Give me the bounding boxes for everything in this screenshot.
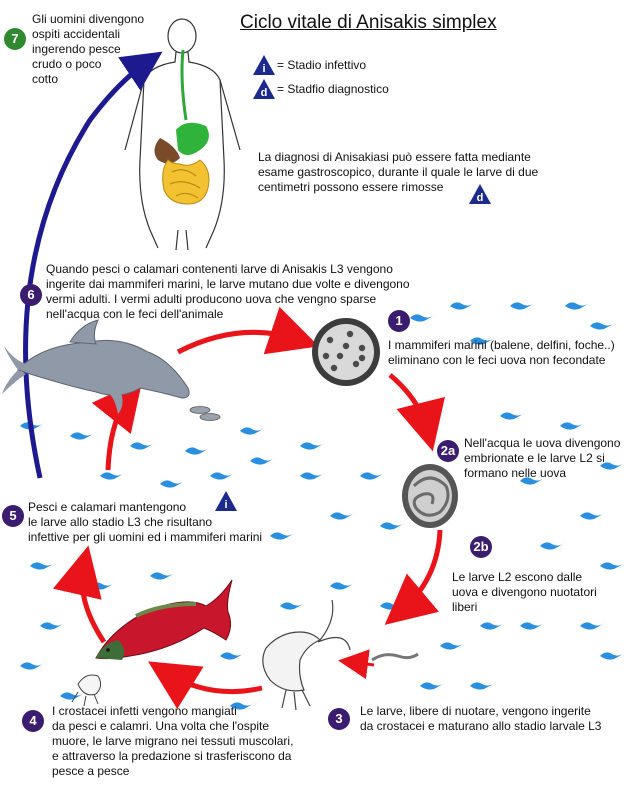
step-2b-text: Le larve L2 escono dalle uova e divengon… (452, 570, 597, 614)
cycle-arrows (52, 306, 445, 710)
step-badge-1: 1 (388, 310, 410, 332)
free-larva (371, 652, 419, 662)
legend-infective-label: = Stadio infettivo (277, 58, 367, 72)
step-5-text: Pesci e calamari mantengono le larve all… (28, 500, 263, 544)
step-badge-2a: 2a (437, 440, 459, 462)
step-badge-4: 4 (22, 710, 44, 732)
legend-diagnostic-text: Stadfio diagnostico (287, 82, 389, 96)
legend-infective-symbol: i (262, 63, 265, 75)
diagnosis-note: La diagnosi di Anisakiasi può essere fat… (258, 150, 539, 194)
legend-infective-text: Stadio infettivo (287, 58, 367, 72)
embryonated-egg (402, 464, 458, 528)
step-badge-5: 5 (2, 505, 24, 527)
dolphin (2, 319, 190, 414)
infective-symbol: i (224, 499, 227, 511)
small-crustacean (71, 674, 102, 707)
diagnosis-symbol: d (477, 192, 484, 204)
diagnosis-triangle-icon: d (468, 183, 492, 205)
diagnostic-stage-triangle-icon: d (252, 78, 276, 100)
step-badge-7: 7 (4, 28, 26, 50)
legend-diagnostic-symbol: d (261, 87, 268, 99)
arrow-larva-to-crustacean (338, 649, 375, 680)
crustacean (262, 599, 351, 711)
arrow-2b-to-3 (384, 529, 443, 625)
step-badge-3: 3 (328, 708, 350, 730)
step-badge-2b: 2b (470, 536, 492, 558)
arrow-6-to-1 (176, 306, 319, 355)
arrow-3-to-4 (148, 661, 263, 710)
arrow-1-to-2a (388, 373, 445, 452)
legend-diagnostic-label: = Stadfio diagnostico (277, 82, 389, 96)
step-1-text: I mammiferi marini (balene, delfini, foc… (388, 338, 615, 367)
unfertilized-egg (312, 318, 380, 386)
step-3-text: Le larve, libere di nuotare, vengono ing… (360, 704, 602, 733)
diagram-title: Ciclo vitale di Anisakis simplex (240, 12, 497, 33)
step-badge-6: 6 (20, 284, 42, 306)
infective-triangle-icon: i (214, 490, 238, 512)
step-6-text: Quando pesci o calamari contenenti larve… (46, 262, 410, 321)
step-2a-text: Nell'acqua le uova divengono embrionate … (464, 436, 621, 480)
step-4-text: I crostacei infetti vengono mangiati da … (52, 704, 294, 778)
arrow-5-to-6 (91, 379, 143, 471)
small-fish (189, 406, 221, 421)
step-7-text: Gli uomini divengono ospiti accidentali … (32, 12, 145, 86)
infective-stage-triangle-icon: i (252, 54, 276, 76)
arrow-4-to-5 (52, 545, 107, 644)
digestive-tract (154, 49, 210, 205)
human-infection-arrow (23, 51, 163, 479)
salmon-fish (95, 579, 233, 660)
